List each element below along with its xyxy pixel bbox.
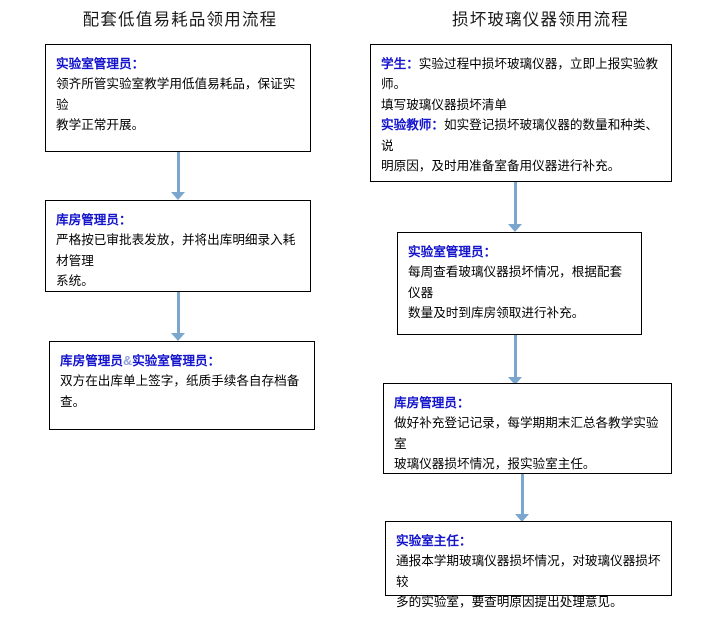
body-line: 多的实验室，要查明原因提出处理意见。	[396, 595, 623, 610]
flow-arrow-down-icon	[171, 292, 185, 341]
body-line: 实验过程中损坏玻璃仪器，立即上报实验教师。	[381, 57, 659, 92]
flow-arrow-down-icon	[508, 182, 522, 232]
process-box-lab-manager-request: 实验室管理员： 领齐所管实验室教学用低值易耗品，保证实验 教学正常开展。	[45, 44, 311, 152]
process-box-lab-director-review: 实验室主任： 通报本学期玻璃仪器损坏情况，对玻璃仪器损坏较 多的实验室，要查明原…	[385, 521, 672, 609]
process-box-student-and-teacher-report: 学生：实验过程中损坏玻璃仪器，立即上报实验教师。 填写玻璃仪器损坏清单 实验教师…	[370, 44, 672, 182]
role-label: 实验室主任：	[396, 534, 472, 548]
body-line: 系统。	[56, 274, 94, 289]
role-label-part-lab: 实验室管理员：	[132, 354, 221, 368]
flowchart-canvas: 配套低值易耗品领用流程 实验室管理员： 领齐所管实验室教学用低值易耗品，保证实验…	[45, 11, 672, 609]
box-content: 实验室管理员： 领齐所管实验室教学用低值易耗品，保证实验 教学正常开展。	[46, 45, 310, 140]
body-line: 明原因，及时用准备室备用仪器进行补充。	[381, 158, 621, 173]
body-line: 如实登记损坏玻璃仪器的数量和种类、说	[381, 118, 659, 153]
process-box-warehouse-manager-issue: 库房管理员： 严格按已审批表发放，并将出库明细录入耗材管理 系统。	[45, 200, 311, 292]
inline-role-line-2: 实验教师：如实登记损坏玻璃仪器的数量和种类、说	[381, 115, 661, 156]
flow-arrow-down-icon	[508, 335, 522, 385]
body-line: 领齐所管实验室教学用低值易耗品，保证实验	[56, 77, 296, 112]
role-label: 实验室管理员：	[408, 245, 497, 259]
role-label-ampersand: &	[122, 354, 133, 368]
process-box-both-sign-records: 库房管理员&实验室管理员： 双方在出库单上签字，纸质手续各自存档备查。	[49, 341, 315, 430]
left-column-title: 配套低值易耗品领用流程	[82, 11, 278, 29]
body-line: 数量及时到库房领取进行补充。	[408, 306, 585, 321]
role-label-student: 学生：	[381, 57, 419, 71]
role-label-lab-teacher: 实验教师：	[381, 118, 444, 133]
role-label: 库房管理员：	[56, 213, 132, 227]
box-content: 实验室管理员： 每周查看玻璃仪器损坏情况，根据配套仪器 数量及时到库房领取进行补…	[398, 233, 641, 328]
flow-arrow-down-icon	[171, 152, 185, 200]
flow-arrow-down-icon	[515, 474, 529, 522]
role-label: 实验室管理员：	[56, 57, 145, 71]
box-content: 库房管理员： 严格按已审批表发放，并将出库明细录入耗材管理 系统。	[46, 201, 310, 296]
body-line: 每周查看玻璃仪器损坏情况，根据配套仪器	[408, 265, 623, 300]
body-line: 玻璃仪器损坏情况，报实验室主任。	[394, 457, 596, 472]
process-box-warehouse-manager-summary: 库房管理员： 做好补充登记记录，每学期期末汇总各教学实验室 玻璃仪器损坏情况，报…	[383, 383, 672, 474]
process-box-lab-manager-weekly-check: 实验室管理员： 每周查看玻璃仪器损坏情况，根据配套仪器 数量及时到库房领取进行补…	[397, 232, 642, 335]
role-label-part-warehouse: 库房管理员	[60, 354, 123, 368]
box-content: 学生：实验过程中损坏玻璃仪器，立即上报实验教师。 填写玻璃仪器损坏清单 实验教师…	[371, 45, 671, 180]
body-line: 做好补充登记记录，每学期期末汇总各教学实验室	[394, 416, 659, 451]
body-line: 双方在出库单上签字，纸质手续各自存档备查。	[60, 374, 300, 409]
body-line: 通报本学期玻璃仪器损坏情况，对玻璃仪器损坏较	[396, 554, 661, 589]
role-label: 库房管理员：	[394, 396, 470, 410]
inline-role-line-1: 学生：实验过程中损坏玻璃仪器，立即上报实验教师。	[381, 54, 661, 95]
body-line: 教学正常开展。	[56, 118, 145, 133]
right-column-title: 损坏玻璃仪器领用流程	[452, 11, 629, 29]
body-line: 严格按已审批表发放，并将出库明细录入耗材管理	[56, 233, 296, 268]
box-content: 实验室主任： 通报本学期玻璃仪器损坏情况，对玻璃仪器损坏较 多的实验室，要查明原…	[386, 522, 671, 617]
box-content: 库房管理员&实验室管理员： 双方在出库单上签字，纸质手续各自存档备查。	[50, 342, 314, 416]
role-label-combined: 库房管理员&实验室管理员：	[60, 351, 304, 371]
box-content: 库房管理员： 做好补充登记记录，每学期期末汇总各教学实验室 玻璃仪器损坏情况，报…	[384, 384, 671, 479]
body-line: 填写玻璃仪器损坏清单	[381, 97, 507, 112]
